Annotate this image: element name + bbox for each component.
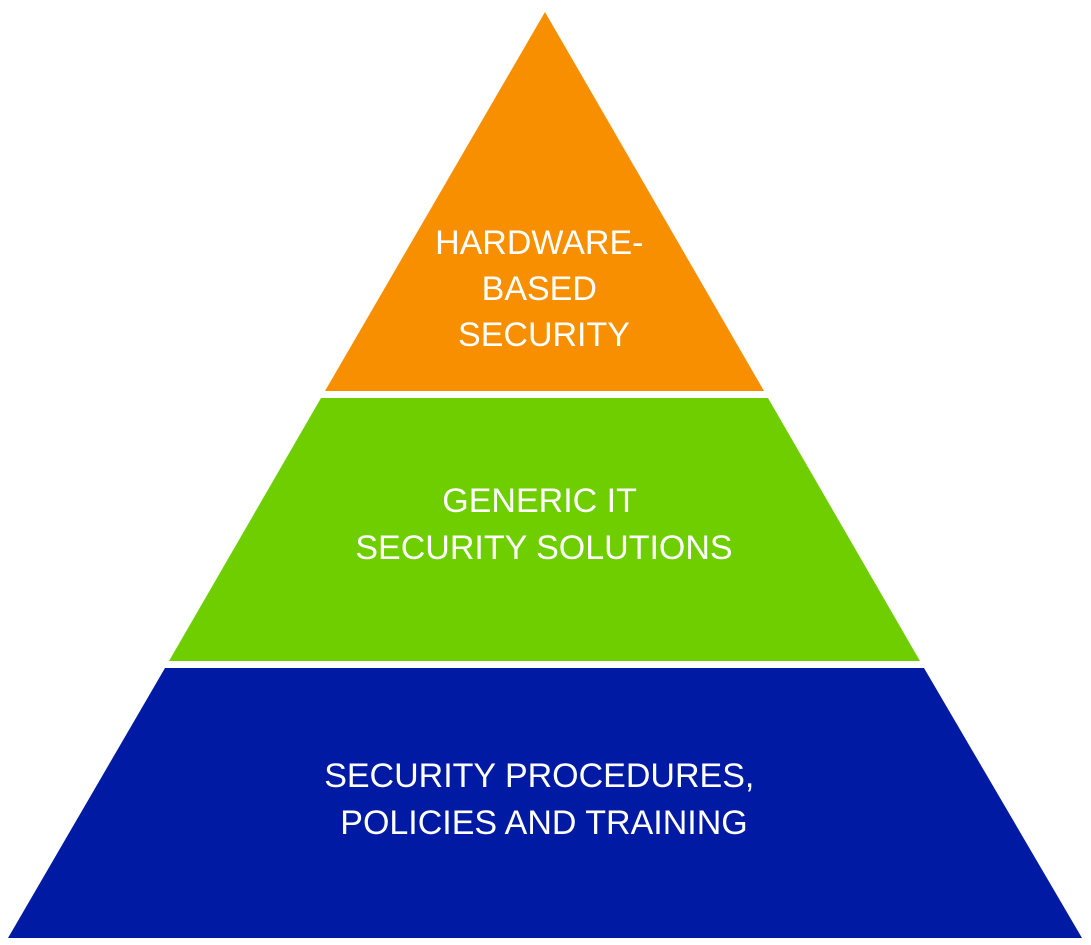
- tier-generic-it-security: [169, 398, 920, 661]
- tier-hardware-based-security: [325, 12, 764, 391]
- tier-label-line: HARDWARE-: [435, 224, 643, 262]
- tier-label-line: BASED: [482, 270, 597, 308]
- tier-label-line: SECURITY PROCEDURES,: [324, 757, 754, 795]
- tier-security-procedures-label: SECURITY PROCEDURES, POLICIES AND TRAINI…: [324, 757, 764, 842]
- tier-hardware-based-security-label: HARDWARE- BASED SECURITY: [435, 224, 653, 354]
- tier-security-procedures: [8, 668, 1082, 938]
- tier-label-line: SECURITY SOLUTIONS: [355, 529, 732, 567]
- tier-label-line: POLICIES AND TRAINING: [340, 804, 747, 842]
- tier-generic-it-security-label: GENERIC IT SECURITY SOLUTIONS: [355, 482, 732, 567]
- tier-label-line: GENERIC IT: [442, 482, 636, 520]
- tier-label-line: SECURITY: [458, 316, 630, 354]
